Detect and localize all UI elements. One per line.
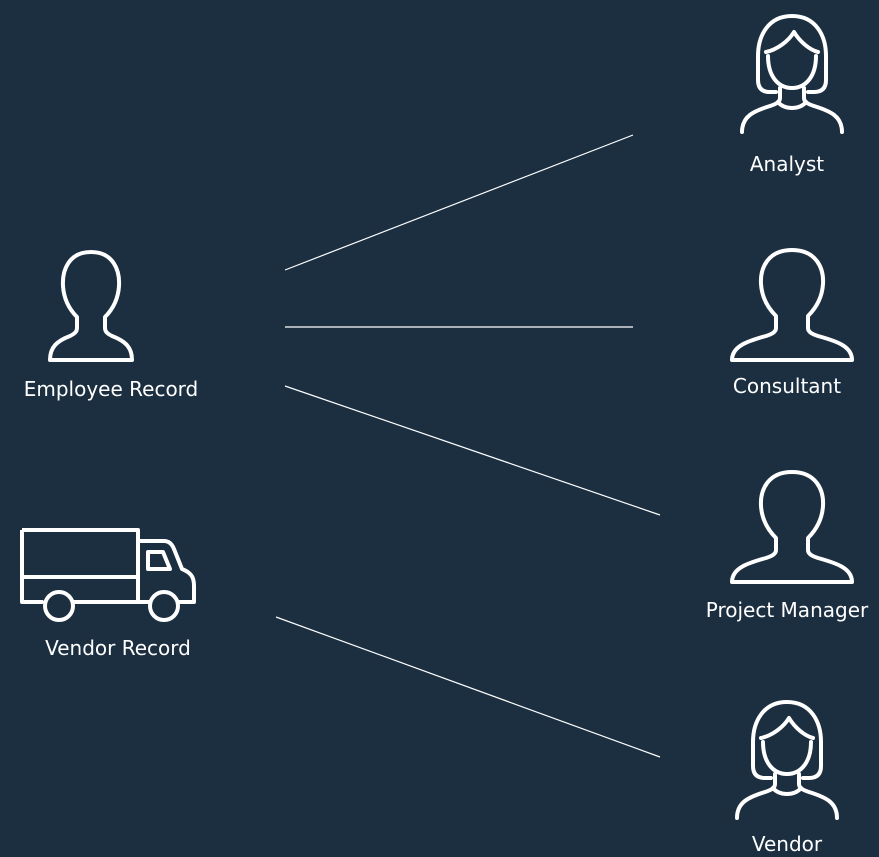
person-icon xyxy=(730,248,854,362)
connector-employee-analyst xyxy=(284,134,634,271)
target-label-consultant: Consultant xyxy=(732,374,842,398)
person-icon xyxy=(730,470,854,584)
source-label-vendor-record: Vendor Record xyxy=(45,636,191,660)
target-label-project-manager: Project Manager xyxy=(705,598,869,622)
target-label-vendor: Vendor xyxy=(751,832,823,856)
female-person-icon xyxy=(740,14,844,134)
connector-employee-project-manager xyxy=(284,385,661,516)
source-label-employee-record: Employee Record xyxy=(23,377,199,401)
female-person-icon xyxy=(735,700,839,820)
connector-vendor-record-vendor xyxy=(275,616,661,758)
person-icon xyxy=(48,250,134,362)
target-label-analyst: Analyst xyxy=(749,152,825,176)
truck-icon xyxy=(20,528,196,622)
